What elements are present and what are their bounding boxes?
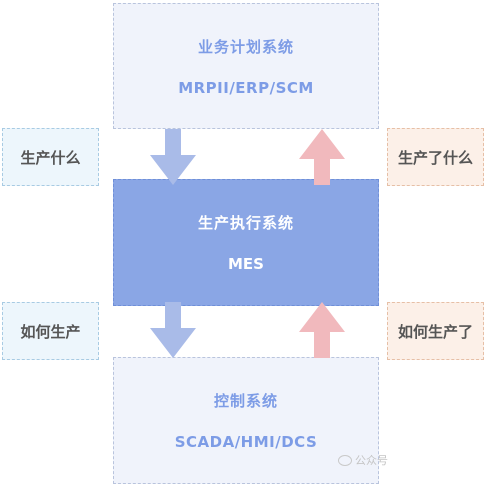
down-arrow-shape bbox=[150, 302, 196, 358]
what-was-produced-label: 生产了什么 bbox=[387, 128, 484, 186]
watermark-text: 公众号 bbox=[355, 454, 388, 467]
how-was-produced-text: 如何生产了 bbox=[397, 322, 473, 341]
control-system-title: 控制系统 bbox=[213, 392, 278, 410]
what-was-produced-text: 生产了什么 bbox=[397, 148, 473, 167]
planning-system-box: 业务计划系统 MRPII/ERP/SCM bbox=[113, 3, 379, 129]
up-arrow-shape bbox=[299, 129, 345, 185]
up-arrow-icon bbox=[299, 129, 345, 185]
how-to-produce-text: 如何生产 bbox=[20, 322, 81, 341]
watermark: 公众号 bbox=[338, 452, 388, 468]
control-system-box: 控制系统 SCADA/HMI/DCS bbox=[113, 357, 379, 484]
up-arrow-icon bbox=[299, 302, 345, 358]
chat-bubble-icon bbox=[338, 454, 352, 466]
what-to-produce-label: 生产什么 bbox=[2, 128, 99, 186]
control-system-subtitle: SCADA/HMI/DCS bbox=[174, 433, 318, 451]
how-was-produced-label: 如何生产了 bbox=[387, 302, 484, 360]
mes-system-box: 生产执行系统 MES bbox=[113, 179, 379, 306]
how-to-produce-label: 如何生产 bbox=[2, 302, 99, 360]
down-arrow-icon bbox=[150, 129, 196, 185]
down-arrow-shape bbox=[150, 129, 196, 185]
planning-system-subtitle: MRPII/ERP/SCM bbox=[178, 78, 314, 97]
mes-system-subtitle: MES bbox=[228, 255, 264, 273]
what-to-produce-text: 生产什么 bbox=[20, 148, 81, 167]
mes-system-title: 生产执行系统 bbox=[197, 214, 294, 232]
planning-system-title: 业务计划系统 bbox=[197, 37, 294, 56]
down-arrow-icon bbox=[150, 302, 196, 358]
up-arrow-shape bbox=[299, 302, 345, 358]
